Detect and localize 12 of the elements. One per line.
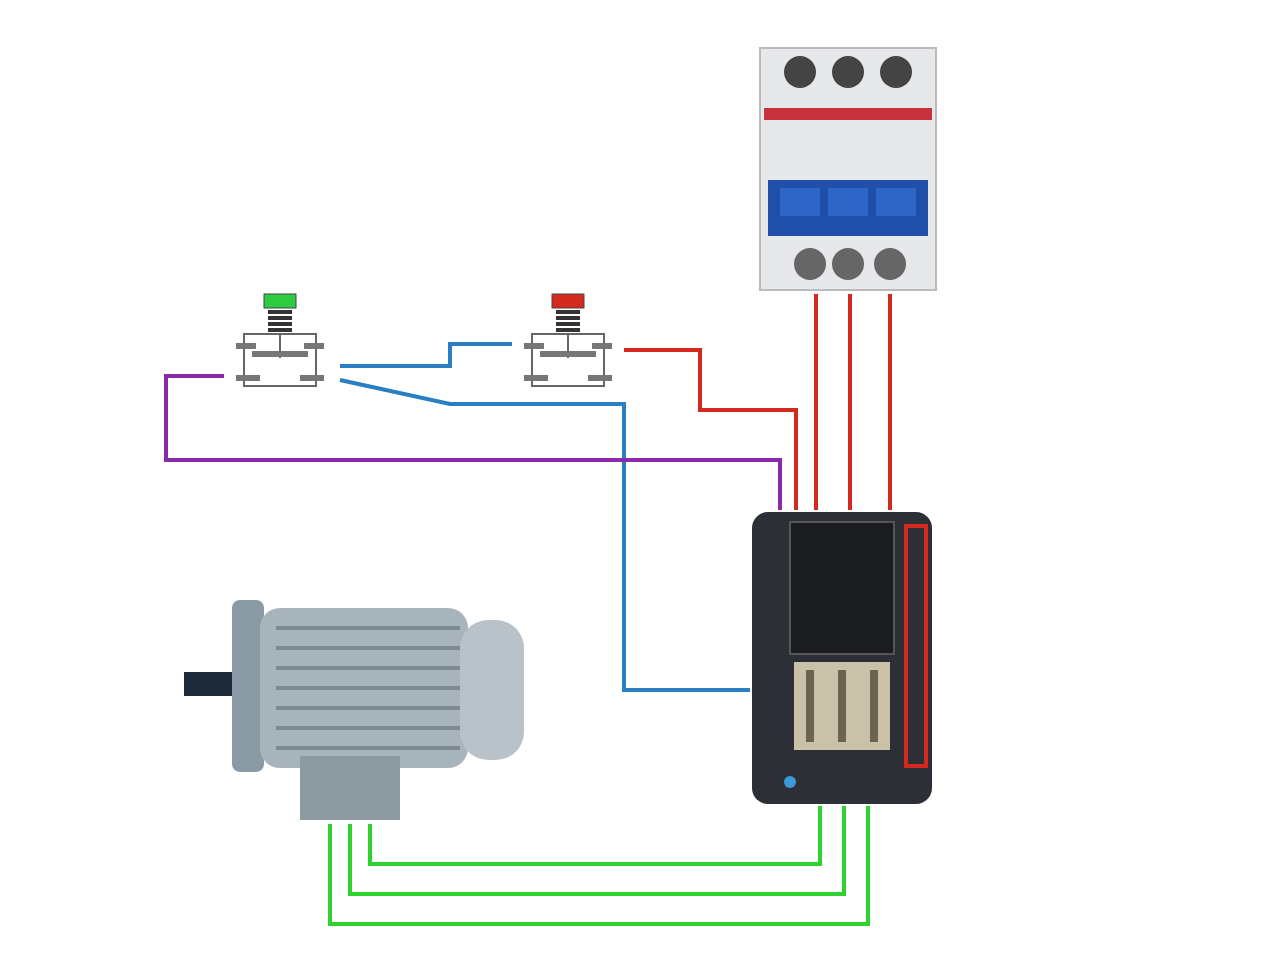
contactor-drawing — [750, 510, 934, 806]
wire — [888, 294, 892, 510]
wire — [164, 374, 782, 510]
wire — [339, 378, 750, 692]
wire — [348, 806, 846, 896]
wire — [368, 806, 822, 866]
wire — [624, 348, 798, 510]
wire — [340, 342, 512, 368]
circuit-breaker-drawing — [756, 44, 940, 294]
wire — [328, 806, 870, 926]
wire — [848, 294, 852, 510]
wire — [814, 294, 818, 510]
